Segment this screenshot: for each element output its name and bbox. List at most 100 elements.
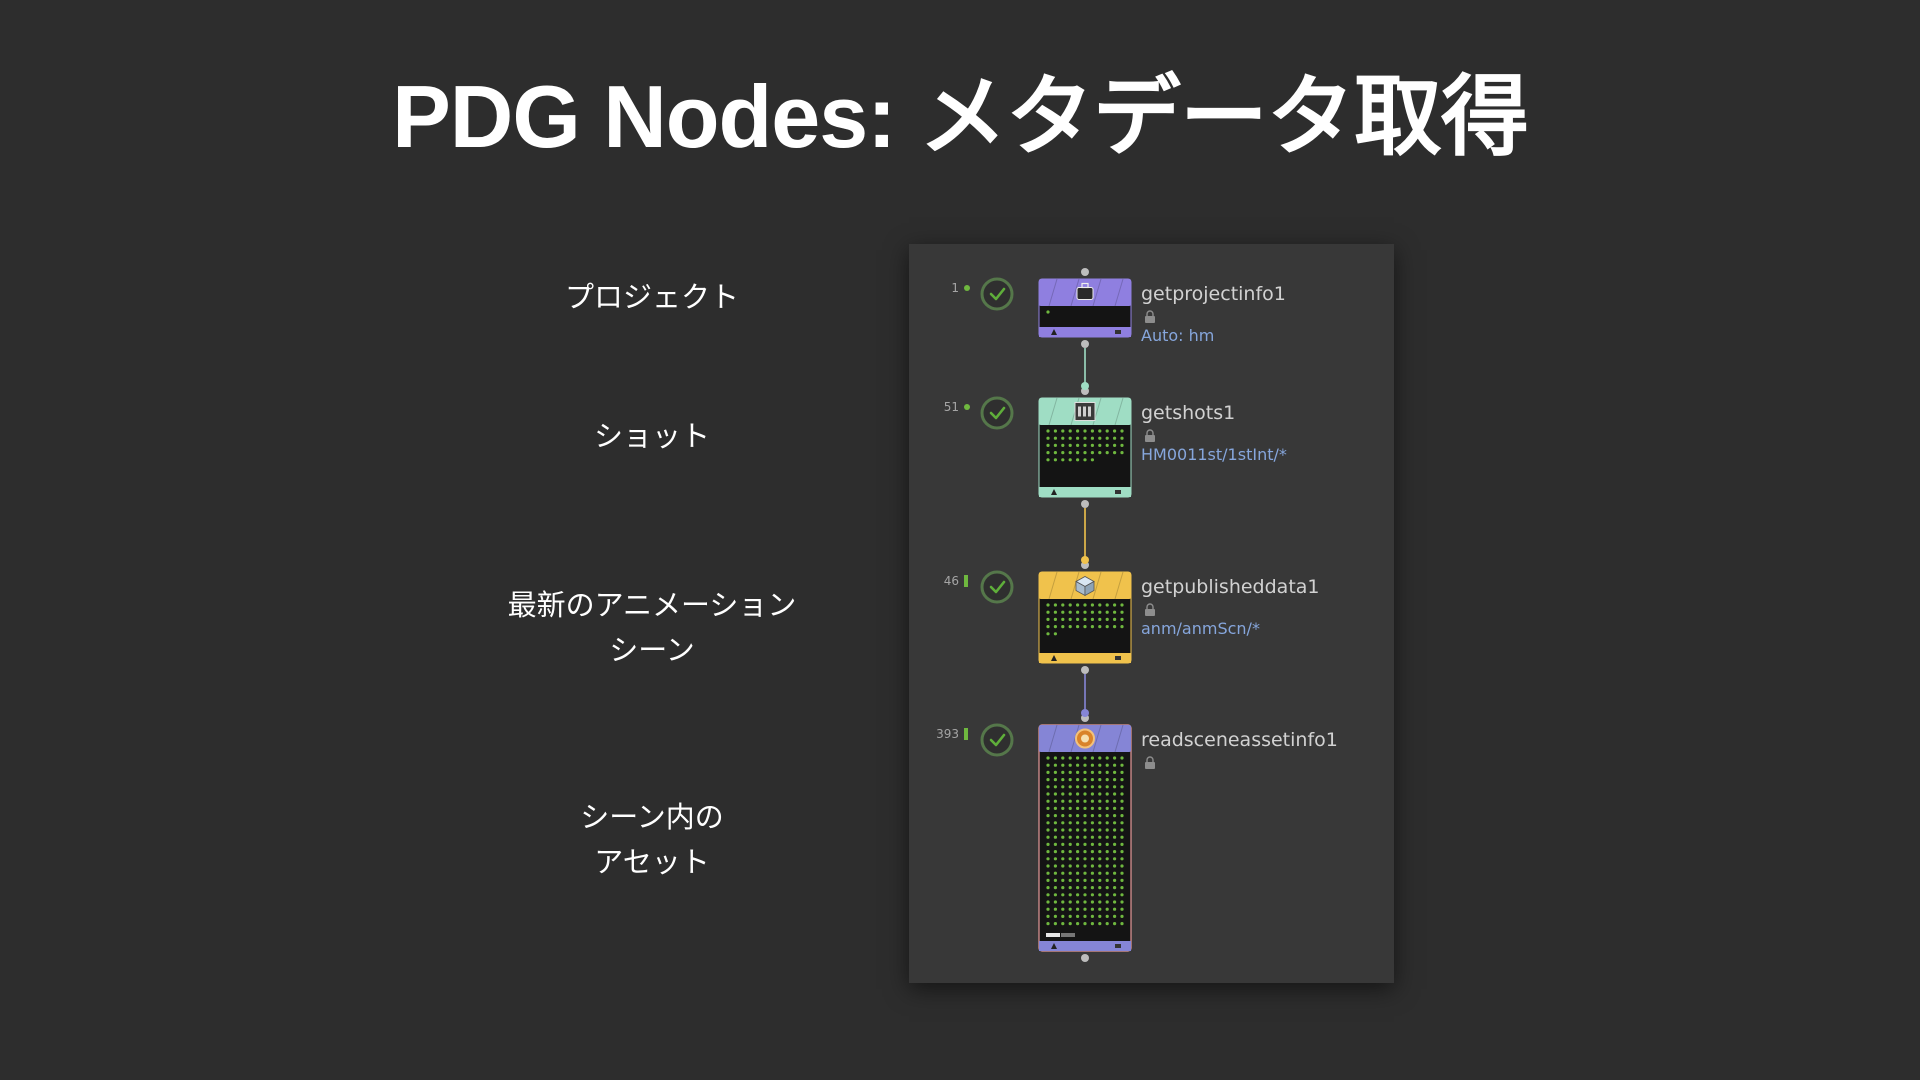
work-item-dot[interactable] bbox=[1076, 443, 1080, 447]
work-item-dot[interactable] bbox=[1113, 857, 1117, 861]
work-item-dot[interactable] bbox=[1046, 886, 1050, 890]
work-item-dot[interactable] bbox=[1046, 857, 1050, 861]
work-item-dot[interactable] bbox=[1053, 814, 1057, 818]
work-item-dot[interactable] bbox=[1105, 792, 1109, 796]
work-item-dot[interactable] bbox=[1076, 821, 1080, 825]
work-item-dot[interactable] bbox=[1098, 871, 1102, 875]
work-item-dot[interactable] bbox=[1120, 625, 1124, 629]
output-port[interactable] bbox=[1081, 666, 1089, 674]
work-item-dot[interactable] bbox=[1068, 617, 1072, 621]
work-item-dot[interactable] bbox=[1098, 835, 1102, 839]
work-item-dot[interactable] bbox=[1053, 451, 1057, 455]
work-item-dot[interactable] bbox=[1061, 893, 1065, 897]
work-item-dot[interactable] bbox=[1053, 429, 1057, 433]
work-item-dot[interactable] bbox=[1076, 900, 1080, 904]
work-item-dot[interactable] bbox=[1068, 835, 1072, 839]
work-item-dot[interactable] bbox=[1046, 871, 1050, 875]
work-item-dot[interactable] bbox=[1098, 799, 1102, 803]
work-item-dot[interactable] bbox=[1113, 451, 1117, 455]
work-item-dot[interactable] bbox=[1068, 864, 1072, 868]
work-item-dot[interactable] bbox=[1076, 814, 1080, 818]
work-item-dot[interactable] bbox=[1120, 878, 1124, 883]
work-item-dot[interactable] bbox=[1046, 907, 1050, 911]
work-item-dot[interactable] bbox=[1046, 922, 1050, 926]
work-item-dot[interactable] bbox=[1090, 886, 1094, 890]
work-item-dot[interactable] bbox=[1113, 603, 1117, 607]
work-item-dot[interactable] bbox=[1083, 458, 1087, 462]
work-item-dot[interactable] bbox=[1105, 617, 1109, 621]
work-item-dot[interactable] bbox=[1046, 429, 1050, 433]
work-item-dot[interactable] bbox=[1053, 770, 1057, 775]
work-item-dot[interactable] bbox=[1083, 451, 1087, 455]
work-item-dot[interactable] bbox=[1120, 864, 1124, 868]
work-item-dot[interactable] bbox=[1083, 770, 1087, 775]
work-item-dot[interactable] bbox=[1105, 907, 1109, 911]
work-item-dot[interactable] bbox=[1098, 451, 1102, 455]
work-item-dot[interactable] bbox=[1090, 785, 1094, 789]
work-item-dot[interactable] bbox=[1090, 893, 1094, 897]
work-item-dot[interactable] bbox=[1061, 763, 1065, 767]
work-item-dot[interactable] bbox=[1046, 610, 1050, 614]
work-item-dot[interactable] bbox=[1105, 806, 1109, 811]
work-item-dot[interactable] bbox=[1083, 799, 1087, 803]
output-port[interactable] bbox=[1081, 954, 1089, 962]
work-item-dot[interactable] bbox=[1105, 922, 1109, 926]
work-item-dot[interactable] bbox=[1113, 900, 1117, 904]
work-item-dot[interactable] bbox=[1061, 871, 1065, 875]
work-item-dot[interactable] bbox=[1068, 850, 1072, 854]
work-item-dot[interactable] bbox=[1053, 603, 1057, 607]
work-item-dot[interactable] bbox=[1083, 842, 1087, 847]
work-item-dot[interactable] bbox=[1068, 603, 1072, 607]
work-item-dot[interactable] bbox=[1105, 625, 1109, 629]
work-item-dot[interactable] bbox=[1076, 451, 1080, 455]
work-item-dot[interactable] bbox=[1068, 770, 1072, 775]
work-item-dot[interactable] bbox=[1113, 770, 1117, 775]
work-item-dot[interactable] bbox=[1061, 886, 1065, 890]
work-item-dot[interactable] bbox=[1098, 907, 1102, 911]
work-item-dot[interactable] bbox=[1046, 850, 1050, 854]
work-item-dot[interactable] bbox=[1098, 893, 1102, 897]
work-item-dot[interactable] bbox=[1105, 785, 1109, 789]
work-item-dot[interactable] bbox=[1068, 886, 1072, 890]
work-item-dot[interactable] bbox=[1090, 603, 1094, 607]
work-item-dot[interactable] bbox=[1090, 458, 1094, 462]
work-item-dot[interactable] bbox=[1061, 756, 1065, 760]
work-item-dot[interactable] bbox=[1090, 835, 1094, 839]
work-item-dot[interactable] bbox=[1098, 785, 1102, 789]
work-item-dot[interactable] bbox=[1113, 806, 1117, 811]
work-item-dot[interactable] bbox=[1053, 842, 1057, 847]
work-item-dot[interactable] bbox=[1053, 443, 1057, 447]
work-item-dot[interactable] bbox=[1090, 610, 1094, 614]
work-item-dot[interactable] bbox=[1046, 763, 1050, 767]
work-item-dot[interactable] bbox=[1105, 871, 1109, 875]
work-item-dot[interactable] bbox=[1068, 451, 1072, 455]
work-item-dot[interactable] bbox=[1053, 850, 1057, 854]
work-item-dot[interactable] bbox=[1046, 828, 1050, 832]
work-item-dot[interactable] bbox=[1061, 806, 1065, 811]
work-item-dot[interactable] bbox=[1068, 878, 1072, 883]
work-item-dot[interactable] bbox=[1113, 821, 1117, 825]
work-item-dot[interactable] bbox=[1046, 436, 1050, 440]
work-item-dot[interactable] bbox=[1105, 886, 1109, 890]
work-item-dot[interactable] bbox=[1105, 763, 1109, 767]
work-item-dot[interactable] bbox=[1076, 914, 1080, 919]
work-item-dot[interactable] bbox=[1083, 893, 1087, 897]
work-item-dot[interactable] bbox=[1113, 893, 1117, 897]
work-item-dot[interactable] bbox=[1120, 763, 1124, 767]
work-item-dot[interactable] bbox=[1083, 922, 1087, 926]
work-item-dot[interactable] bbox=[1113, 907, 1117, 911]
work-item-dot[interactable] bbox=[1120, 814, 1124, 818]
pdg-node-getprojectinfo1[interactable] bbox=[964, 268, 1155, 348]
work-item-dot[interactable] bbox=[1061, 857, 1065, 861]
work-item-dot[interactable] bbox=[1105, 900, 1109, 904]
work-item-dot[interactable] bbox=[1068, 443, 1072, 447]
work-item-dot[interactable] bbox=[1061, 458, 1065, 462]
work-item-dot[interactable] bbox=[1083, 814, 1087, 818]
work-item-dot[interactable] bbox=[1113, 792, 1117, 796]
work-item-dot[interactable] bbox=[1053, 806, 1057, 811]
work-item-dot[interactable] bbox=[1053, 886, 1057, 890]
work-item-dot[interactable] bbox=[1061, 900, 1065, 904]
work-item-dot[interactable] bbox=[1120, 835, 1124, 839]
work-item-dot[interactable] bbox=[1090, 850, 1094, 854]
work-item-dot[interactable] bbox=[1098, 763, 1102, 767]
